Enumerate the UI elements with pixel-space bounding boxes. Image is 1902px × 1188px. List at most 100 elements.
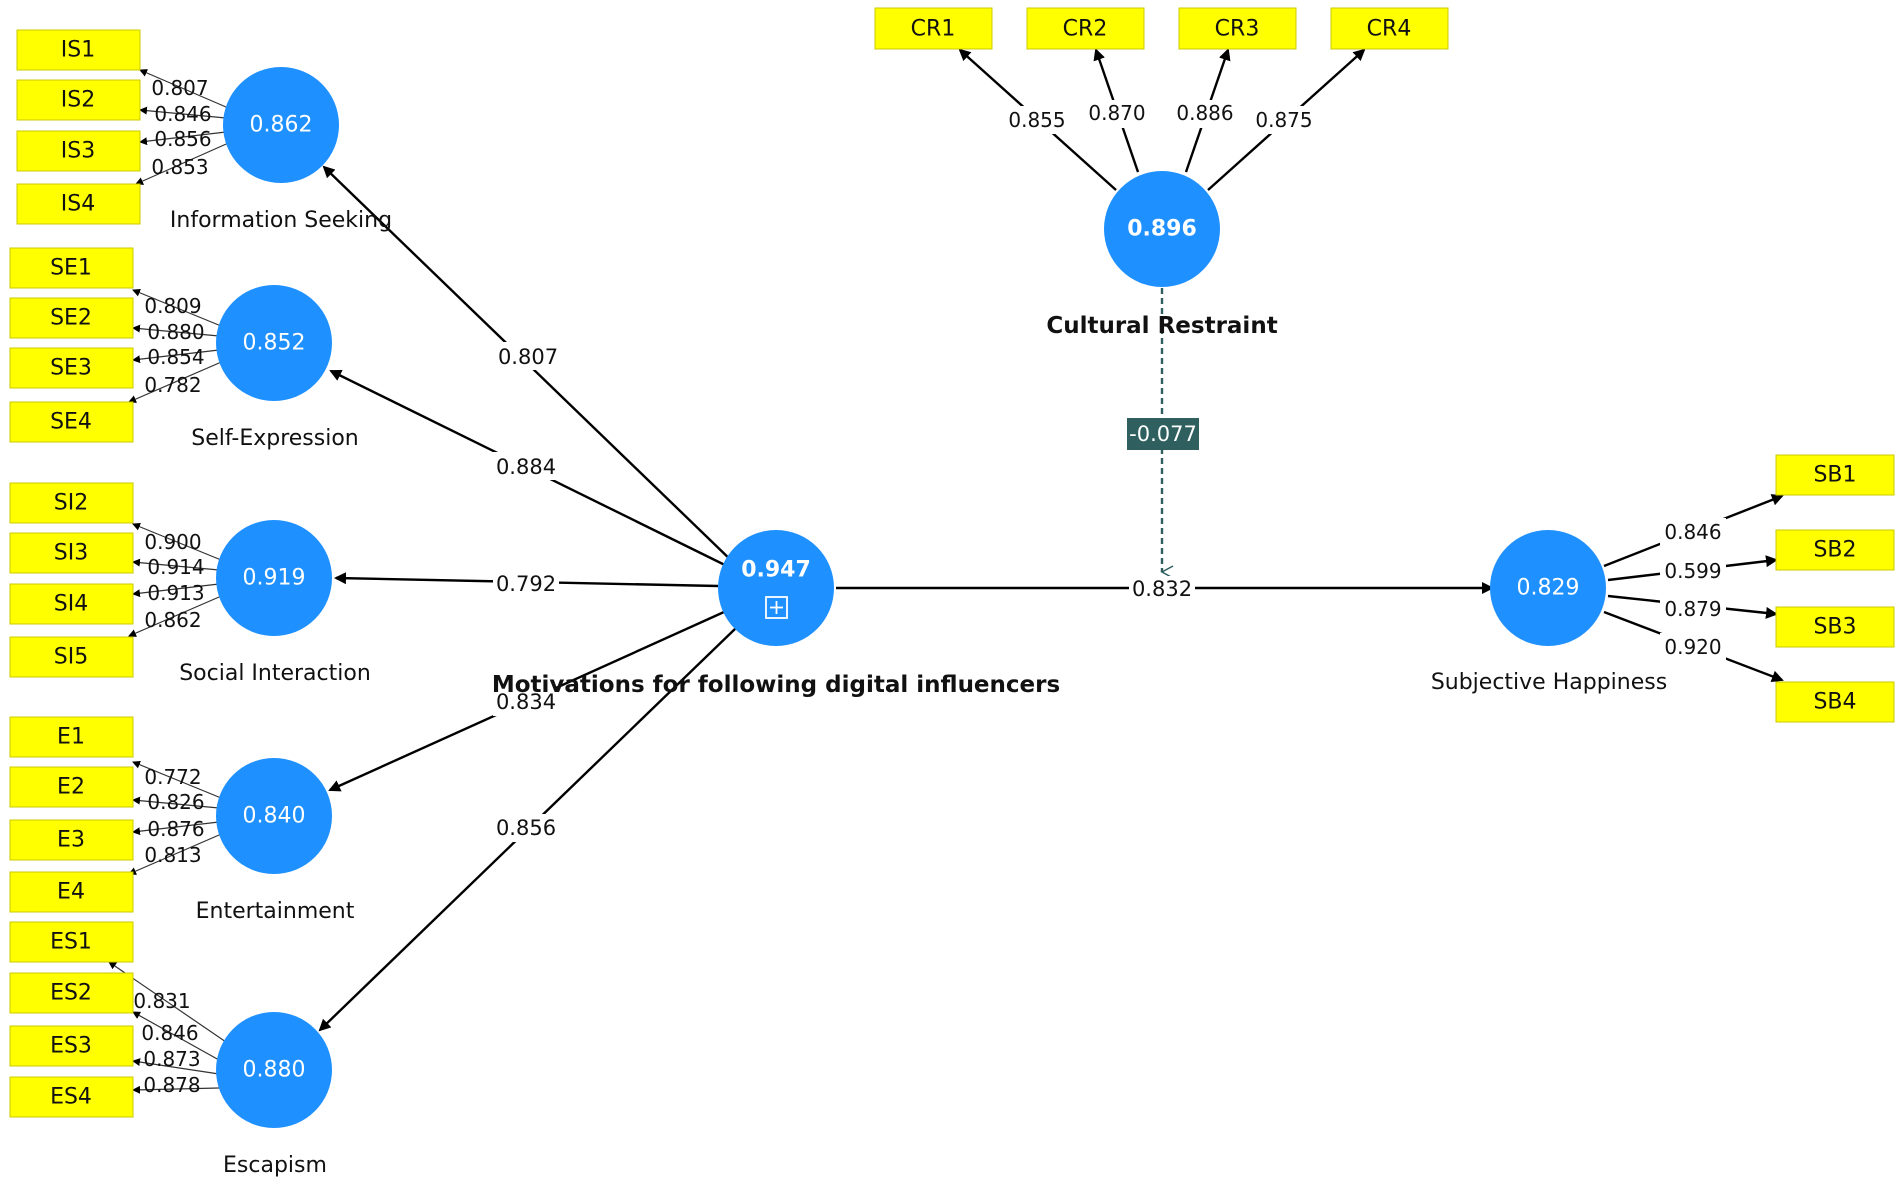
loading-label: 0.855 <box>1008 108 1065 132</box>
coef-mot-is: 0.807 <box>498 345 558 369</box>
construct-label: Information Seeking <box>170 208 392 233</box>
indicator-label: IS2 <box>61 88 95 113</box>
construct-node-cultural-restraint[interactable] <box>1104 171 1220 287</box>
indicator-box[interactable] <box>9 347 134 389</box>
construct-value: 0.840 <box>243 804 306 829</box>
construct-label: Subjective Happiness <box>1431 670 1667 695</box>
construct-label: Self-Expression <box>191 426 359 451</box>
loading-label: 0.875 <box>1255 108 1312 132</box>
indicator-label: SI2 <box>54 491 88 516</box>
loading-label: 0.880 <box>147 320 204 344</box>
construct-group-subjective-happiness: SB1 SB2 SB3 SB4 0.846 0.599 0.879 0.920 … <box>1431 454 1895 723</box>
loading-label: 0.831 <box>133 989 190 1013</box>
indicator-label: E2 <box>57 775 85 800</box>
indicator-label: SB2 <box>1813 538 1856 563</box>
loading-label: 0.826 <box>147 790 204 814</box>
indicator-label: SE1 <box>50 256 92 281</box>
indicator-label: ES1 <box>50 930 92 955</box>
loading-label: 0.856 <box>154 127 211 151</box>
indicator-label: ES2 <box>50 981 92 1006</box>
moderation-coefficient: -0.077 <box>1129 422 1197 446</box>
indicator-label: SI4 <box>54 592 88 617</box>
coef-mot-esc: 0.856 <box>496 816 556 840</box>
loading-label: 0.870 <box>1088 101 1145 125</box>
indicator-box[interactable] <box>1775 454 1895 496</box>
indicator-box[interactable] <box>9 583 134 625</box>
indicator-box[interactable] <box>16 130 141 172</box>
indicator-box[interactable] <box>9 532 134 574</box>
indicator-box[interactable] <box>9 716 134 758</box>
indicator-label: SI5 <box>54 645 88 670</box>
loading-label: 0.879 <box>1664 597 1721 621</box>
indicator-box[interactable] <box>1026 7 1145 50</box>
indicator-label: E1 <box>57 725 85 750</box>
construct-node-self-expression[interactable] <box>216 285 332 401</box>
plus-square-icon[interactable] <box>765 596 788 619</box>
indicator-box[interactable] <box>9 1076 134 1118</box>
coef-mot-ent: 0.834 <box>496 690 556 714</box>
indicator-box[interactable] <box>16 29 141 71</box>
loading-label: 0.782 <box>144 373 201 397</box>
indicator-box[interactable] <box>9 297 134 339</box>
loading-label: 0.846 <box>141 1021 198 1045</box>
indicator-label: E3 <box>57 828 85 853</box>
indicator-box[interactable] <box>9 972 134 1014</box>
construct-label: Entertainment <box>196 899 355 924</box>
construct-value: 0.896 <box>1127 217 1197 242</box>
indicator-box[interactable] <box>9 247 134 289</box>
indicator-label: SB4 <box>1813 690 1856 715</box>
indicator-box[interactable] <box>9 636 134 678</box>
indicator-box[interactable] <box>1775 529 1895 571</box>
construct-value: 0.829 <box>1517 576 1580 601</box>
construct-value: 0.880 <box>243 1058 306 1083</box>
loading-label: 0.900 <box>144 530 201 554</box>
indicator-label: SE3 <box>50 356 92 381</box>
indicator-label: CR1 <box>911 17 956 42</box>
construct-node-escapism[interactable] <box>216 1012 332 1128</box>
indicator-label: SB1 <box>1813 463 1856 488</box>
loading-label: 0.913 <box>147 581 204 605</box>
indicator-box[interactable] <box>1775 681 1895 723</box>
indicator-label: CR2 <box>1063 17 1108 42</box>
indicator-box[interactable] <box>9 921 134 963</box>
indicator-label: IS4 <box>61 192 95 217</box>
indicator-box[interactable] <box>9 766 134 808</box>
construct-group-entertainment: E1 E2 E3 E4 0.772 0.826 0.876 0.813 0.84… <box>9 716 355 924</box>
indicator-box[interactable] <box>16 79 141 121</box>
loading-label: 0.873 <box>143 1047 200 1071</box>
loading-label: 0.878 <box>143 1073 200 1097</box>
construct-node-social-interaction[interactable] <box>216 520 332 636</box>
loading-label: 0.920 <box>1664 635 1721 659</box>
indicator-box[interactable] <box>9 819 134 861</box>
coef-mot-si: 0.792 <box>496 572 556 596</box>
construct-node-information-seeking[interactable] <box>223 67 339 183</box>
construct-group-cultural-restraint: CR1 CR2 CR3 CR4 0.855 0.870 0.886 0.875 … <box>874 7 1449 339</box>
construct-node-entertainment[interactable] <box>216 758 332 874</box>
indicator-label: CR3 <box>1215 17 1260 42</box>
coef-mot-se: 0.884 <box>496 455 556 479</box>
indicator-label: SI3 <box>54 541 88 566</box>
loading-label: 0.854 <box>147 345 204 369</box>
construct-node-subjective-happiness[interactable] <box>1490 530 1606 646</box>
indicator-box[interactable] <box>9 482 134 524</box>
indicator-box[interactable] <box>1775 606 1895 648</box>
construct-value: 0.862 <box>250 113 313 138</box>
loading-label: 0.599 <box>1664 559 1721 583</box>
indicator-box[interactable] <box>1178 7 1297 50</box>
indicator-box[interactable] <box>9 1025 134 1067</box>
indicator-box[interactable] <box>874 7 993 50</box>
loading-label: 0.862 <box>144 608 201 632</box>
loading-label: 0.846 <box>154 102 211 126</box>
indicator-box[interactable] <box>9 871 134 913</box>
indicator-label: CR4 <box>1367 17 1412 42</box>
indicator-box[interactable] <box>16 183 141 225</box>
indicator-box[interactable] <box>1330 7 1449 50</box>
construct-label: Escapism <box>223 1153 327 1178</box>
construct-label: Social Interaction <box>179 661 371 686</box>
construct-node-motivations[interactable] <box>718 530 834 646</box>
coef-mot-sh: 0.832 <box>1132 577 1192 601</box>
indicator-box[interactable] <box>9 401 134 443</box>
moderation-coefficient-box <box>1127 418 1199 450</box>
loading-label: 0.846 <box>1664 520 1721 544</box>
